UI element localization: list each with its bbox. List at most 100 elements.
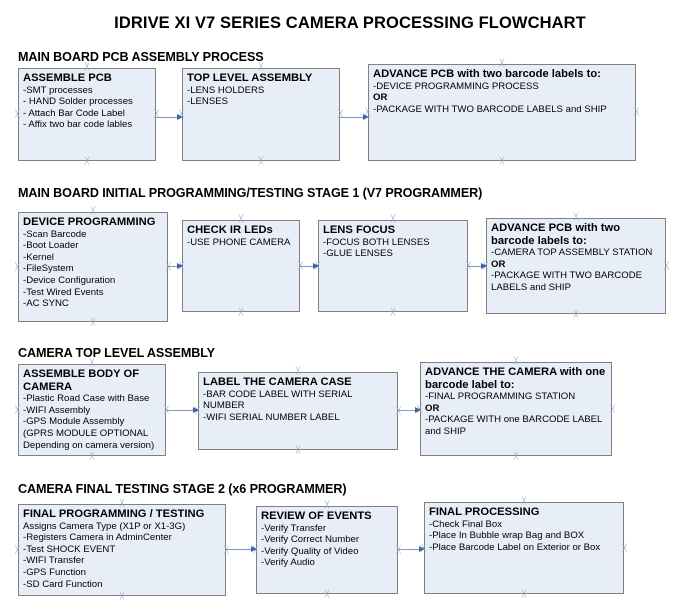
process-box-line: -FileSystem bbox=[23, 263, 74, 275]
process-box-line: -Verify Audio bbox=[261, 557, 315, 569]
connection-anchor-icon: ╳ bbox=[166, 263, 171, 271]
process-box-line: -LENSES bbox=[187, 96, 229, 108]
connector-line bbox=[166, 410, 194, 411]
arrow-head-icon bbox=[313, 263, 319, 269]
connection-anchor-icon: ╳ bbox=[573, 214, 579, 221]
section-heading-3: CAMERA TOP LEVEL ASSEMBLY bbox=[18, 346, 215, 360]
process-box-advance-pcb-with-two-barcode-labels-to[interactable]: ADVANCE PCB with two barcode labels to:-… bbox=[486, 218, 666, 314]
process-box-line: -AC SYNC bbox=[23, 298, 69, 310]
connection-anchor-icon: ╳ bbox=[324, 591, 330, 598]
connection-anchor-icon: ╳ bbox=[573, 311, 579, 318]
connection-anchor-icon: ╳ bbox=[119, 593, 125, 600]
connection-anchor-icon: ╳ bbox=[84, 158, 90, 165]
process-box-line: -Scan Barcode bbox=[23, 228, 87, 240]
connection-anchor-icon: ╳ bbox=[513, 453, 519, 460]
process-box-line: OR bbox=[425, 402, 440, 414]
connection-anchor-icon: ╳ bbox=[396, 407, 401, 415]
connection-anchor-icon: ╳ bbox=[119, 500, 125, 507]
process-box-line: -Verify Correct Number bbox=[261, 534, 360, 546]
arrow-head-icon bbox=[177, 263, 183, 269]
process-box-line: -Plastic Road Case with Base bbox=[23, 393, 150, 405]
process-box-line: - HAND Solder processes bbox=[23, 96, 133, 108]
process-box-title: CHECK IR LEDs bbox=[187, 224, 273, 236]
connection-anchor-icon: ╳ bbox=[15, 406, 20, 414]
connection-anchor-icon: ╳ bbox=[499, 158, 505, 165]
process-box-title: ASSEMBLE PCB bbox=[23, 72, 112, 84]
connector-line bbox=[156, 117, 178, 118]
process-box-line: -Place In Bubble wrap Bag and BOX bbox=[429, 530, 585, 542]
process-box-device-programming[interactable]: DEVICE PROGRAMMING-Scan Barcode-Boot Loa… bbox=[18, 212, 168, 322]
process-box-line: -PACKAGE WITH TWO BARCODE LABELS and SHI… bbox=[373, 103, 607, 115]
process-box-title: REVIEW OF EVENTS bbox=[261, 510, 372, 522]
process-box-line: Assigns Camera Type (X1P or X1-3G) bbox=[23, 520, 186, 532]
process-box-title: FINAL PROCESSING bbox=[429, 506, 540, 518]
connector-line bbox=[226, 549, 252, 550]
connection-anchor-icon: ╳ bbox=[15, 263, 20, 271]
connection-anchor-icon: ╳ bbox=[622, 544, 627, 552]
connection-anchor-icon: ╳ bbox=[89, 453, 95, 460]
process-box-label-the-camera-case[interactable]: LABEL THE CAMERA CASE-BAR CODE LABEL WIT… bbox=[198, 372, 398, 450]
connection-anchor-icon: ╳ bbox=[89, 360, 95, 367]
connection-anchor-icon: ╳ bbox=[338, 111, 343, 118]
connection-anchor-icon: ╳ bbox=[90, 319, 96, 326]
connection-anchor-icon: ╳ bbox=[258, 158, 264, 165]
process-box-line: -DEVICE PROGRAMMING PROCESS bbox=[373, 80, 539, 92]
process-box-top-level-assembly[interactable]: TOP LEVEL ASSEMBLY-LENS HOLDERS-LENSES bbox=[182, 68, 340, 161]
process-box-review-of-events[interactable]: REVIEW OF EVENTS-Verify Transfer-Verify … bbox=[256, 506, 398, 594]
connection-anchor-icon: ╳ bbox=[295, 368, 301, 375]
connection-anchor-icon: ╳ bbox=[295, 447, 301, 454]
process-box-line: (GPRS MODULE OPTIONAL bbox=[23, 427, 149, 439]
process-box-line: -Test SHOCK EVENT bbox=[23, 543, 116, 555]
process-box-line: -GLUE LENSES bbox=[323, 248, 393, 260]
process-box-assemble-pcb[interactable]: ASSEMBLE PCB-SMT processes- HAND Solder … bbox=[18, 68, 156, 161]
arrow-head-icon bbox=[193, 407, 199, 413]
process-box-line: -Device Configuration bbox=[23, 274, 116, 286]
process-box-title: DEVICE PROGRAMMING bbox=[23, 216, 156, 228]
process-box-line: -WIFI SERIAL NUMBER LABEL bbox=[203, 411, 340, 423]
connection-anchor-icon: ╳ bbox=[224, 546, 229, 554]
connection-anchor-icon: ╳ bbox=[664, 262, 669, 270]
process-box-title: LENS FOCUS bbox=[323, 224, 396, 236]
process-box-advance-pcb-with-two-barcode-labels-to[interactable]: ADVANCE PCB with two barcode labels to:-… bbox=[368, 64, 636, 161]
process-box-line: - Affix two bar code lables bbox=[23, 119, 133, 131]
process-box-line: -USE PHONE CAMERA bbox=[187, 236, 291, 248]
process-box-title: ADVANCE PCB with two barcode labels to: bbox=[491, 222, 621, 247]
connection-anchor-icon: ╳ bbox=[390, 309, 396, 316]
section-heading-1: MAIN BOARD PCB ASSEMBLY PROCESS bbox=[18, 50, 264, 64]
process-box-title: TOP LEVEL ASSEMBLY bbox=[187, 72, 313, 84]
connection-anchor-icon: ╳ bbox=[15, 546, 20, 554]
process-box-line: OR bbox=[373, 92, 388, 104]
process-box-line: -FOCUS BOTH LENSES bbox=[323, 236, 430, 248]
arrow-head-icon bbox=[481, 263, 487, 269]
process-box-line: -FINAL PROGRAMMING STATION bbox=[425, 391, 576, 403]
connection-anchor-icon: ╳ bbox=[610, 405, 615, 413]
process-box-assemble-body-of-camera[interactable]: ASSEMBLE BODY OF CAMERA-Plastic Road Cas… bbox=[18, 364, 166, 456]
arrow-head-icon bbox=[177, 114, 183, 120]
process-box-title: ADVANCE PCB with two barcode labels to: bbox=[373, 68, 601, 80]
connector-line bbox=[468, 266, 482, 267]
process-box-line: -Verify Transfer bbox=[261, 522, 327, 534]
connection-anchor-icon: ╳ bbox=[521, 591, 527, 598]
process-box-line: -BAR CODE LABEL WITH SERIAL NUMBER bbox=[203, 388, 353, 412]
connection-anchor-icon: ╳ bbox=[258, 64, 264, 71]
connection-anchor-icon: ╳ bbox=[238, 216, 244, 223]
connection-anchor-icon: ╳ bbox=[15, 111, 20, 118]
section-heading-4: CAMERA FINAL TESTING STAGE 2 (x6 PROGRAM… bbox=[18, 482, 347, 496]
page-title: IDRIVE XI V7 SERIES CAMERA PROCESSING FL… bbox=[114, 14, 586, 32]
process-box-lens-focus[interactable]: LENS FOCUS-FOCUS BOTH LENSES-GLUE LENSES bbox=[318, 220, 468, 312]
process-box-check-ir-leds[interactable]: CHECK IR LEDs-USE PHONE CAMERA bbox=[182, 220, 300, 312]
process-box-line: -LENS HOLDERS bbox=[187, 84, 265, 96]
process-box-line: -SD Card Function bbox=[23, 578, 103, 590]
process-box-line: -Check Final Box bbox=[429, 518, 503, 530]
process-box-advance-the-camera-with-one-barcode-label-to[interactable]: ADVANCE THE CAMERA with one barcode labe… bbox=[420, 362, 612, 456]
process-box-line: -PACKAGE WITH one BARCODE LABEL and SHIP bbox=[425, 414, 603, 437]
connection-anchor-icon: ╳ bbox=[396, 546, 401, 554]
connector-line bbox=[340, 117, 364, 118]
arrow-head-icon bbox=[419, 546, 425, 552]
connector-line bbox=[398, 410, 416, 411]
process-box-final-processing[interactable]: FINAL PROCESSING -Check Final Box-Place … bbox=[424, 502, 624, 594]
process-box-line: -Boot Loader bbox=[23, 240, 79, 252]
process-box-line: -GPS Module Assembly bbox=[23, 416, 125, 428]
